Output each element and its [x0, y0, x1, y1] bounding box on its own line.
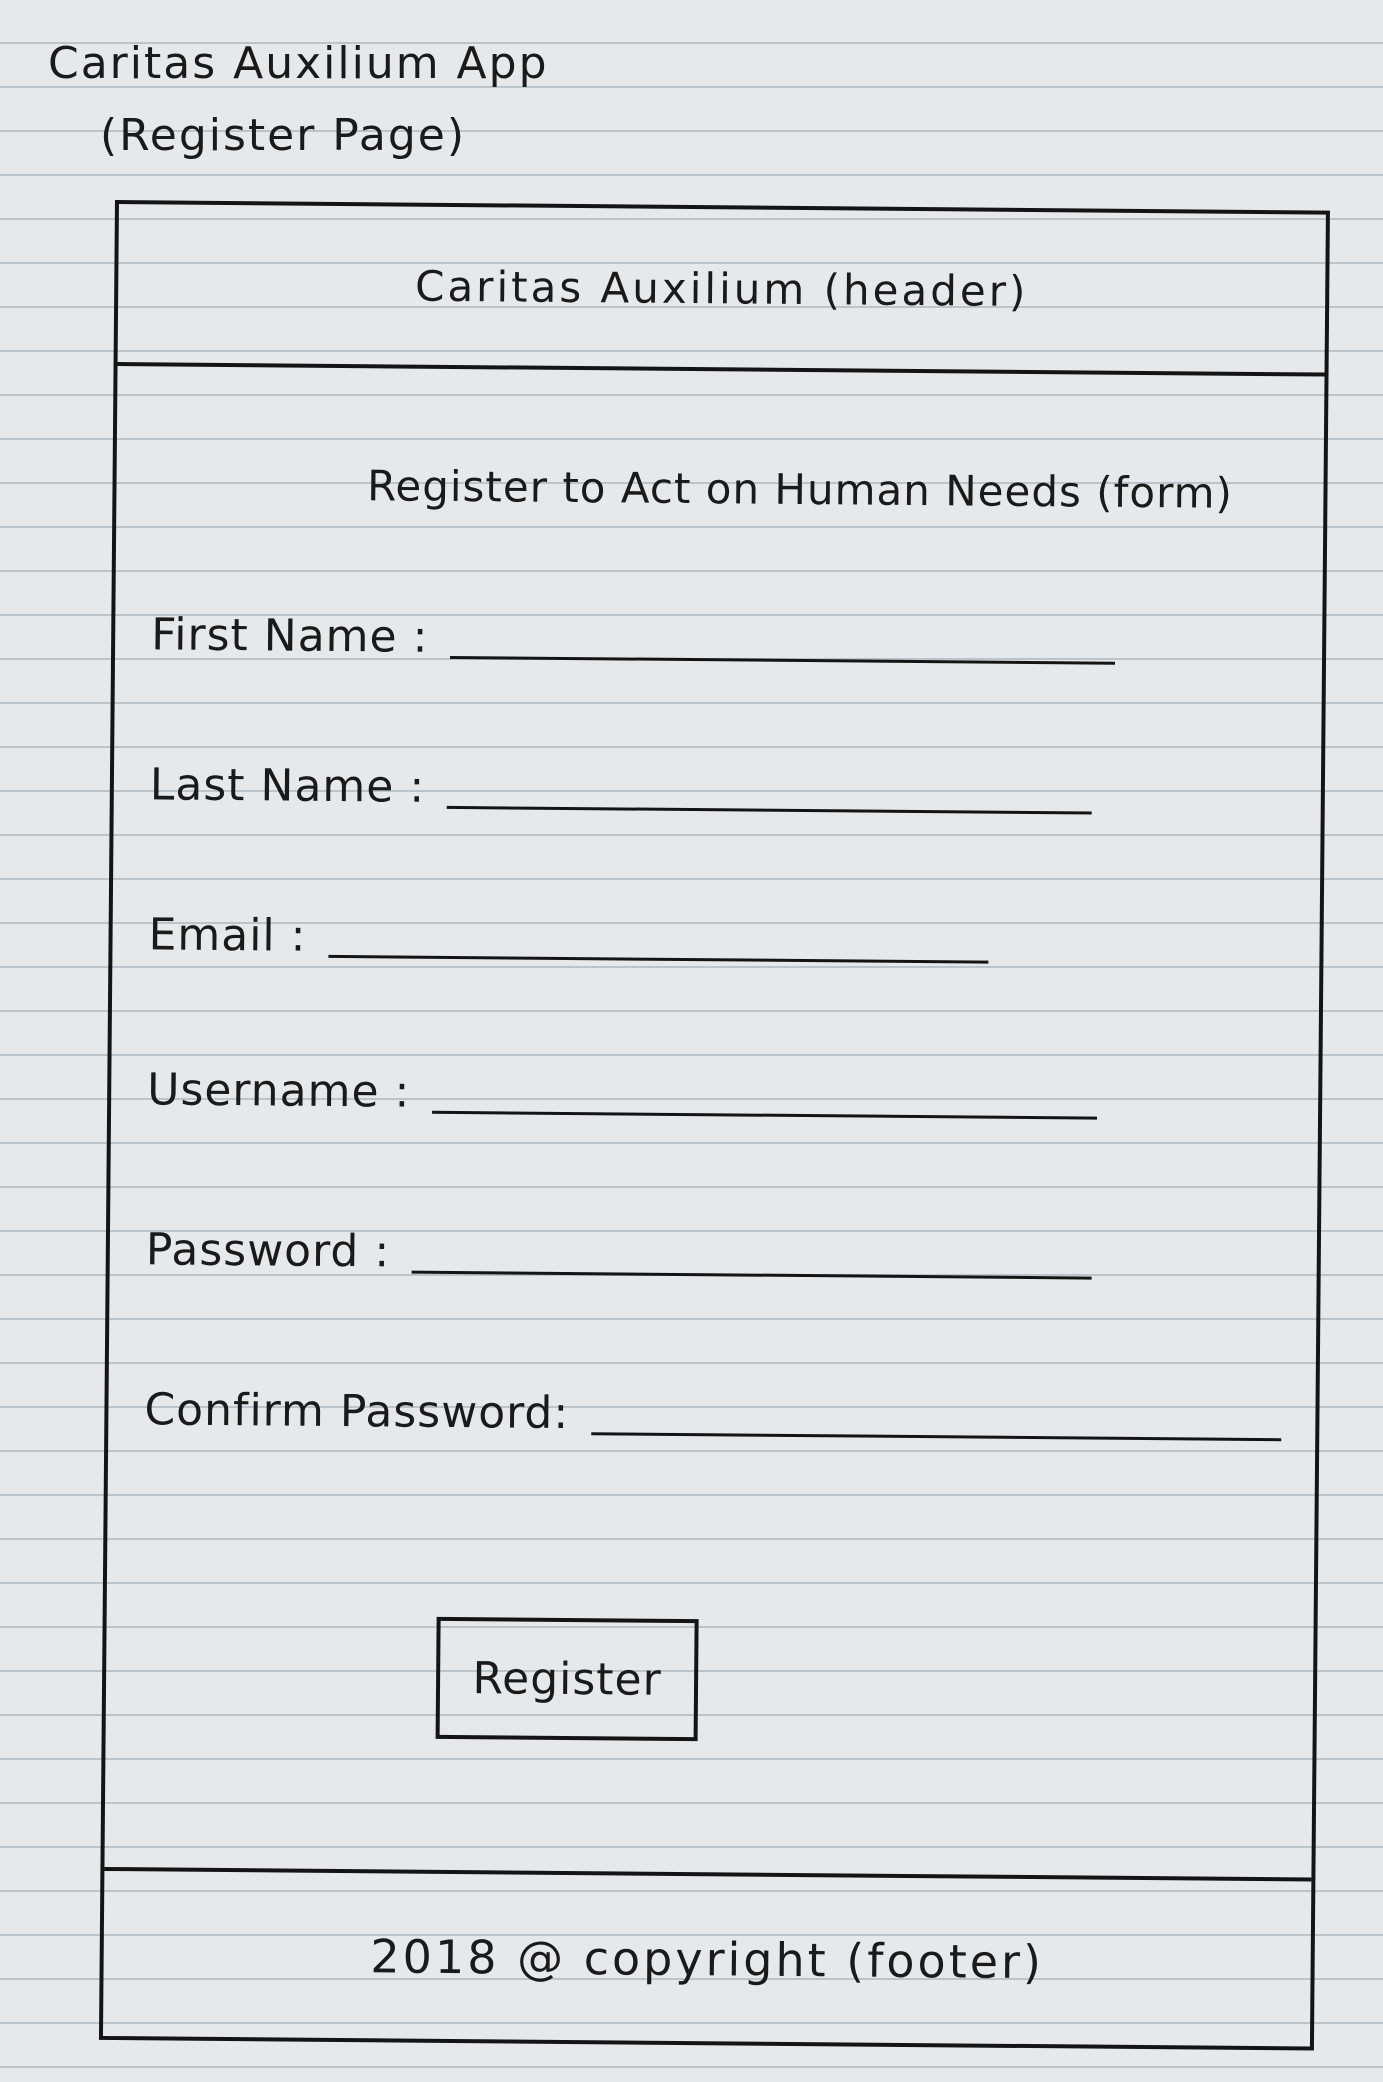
username-row: Username : [147, 1064, 1098, 1123]
form-title: Register to Act on Human Needs (form) [366, 461, 1234, 518]
first-name-row: First Name : [151, 609, 1116, 668]
email-row: Email : [148, 909, 989, 967]
last-name-row: Last Name : [150, 759, 1093, 818]
username-input[interactable] [432, 1110, 1098, 1120]
password-row: Password : [146, 1224, 1093, 1283]
password-input[interactable] [411, 1270, 1092, 1280]
header-text: Caritas Auxilium (header) [414, 261, 1029, 316]
email-label: Email : [148, 909, 307, 962]
footer-text: 2018 @ copyright (footer) [370, 1928, 1045, 1989]
last-name-label: Last Name : [149, 759, 426, 813]
email-input[interactable] [328, 954, 989, 964]
first-name-input[interactable] [450, 655, 1116, 665]
wireframe-frame: Caritas Auxilium (header) Register to Ac… [98, 200, 1330, 2051]
wireframe-header: Caritas Auxilium (header) [117, 204, 1326, 377]
first-name-label: First Name : [150, 609, 429, 663]
password-label: Password : [145, 1224, 391, 1278]
confirm-password-label: Confirm Password: [144, 1384, 570, 1440]
confirm-password-row: Confirm Password: [144, 1384, 1282, 1445]
last-name-input[interactable] [446, 805, 1092, 815]
username-label: Username : [147, 1064, 411, 1118]
confirm-password-input[interactable] [591, 1432, 1282, 1442]
register-button[interactable]: Register [435, 1616, 699, 1742]
page-subtitle: (Register Page) [100, 110, 466, 161]
wireframe-footer: 2018 @ copyright (footer) [102, 1866, 1312, 2047]
page-title: Caritas Auxilium App [48, 38, 549, 89]
